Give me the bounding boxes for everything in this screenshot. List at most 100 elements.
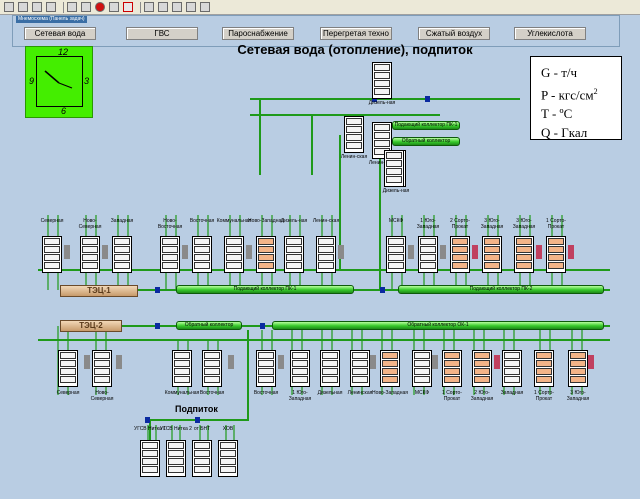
instrument-panel[interactable] [482,236,502,273]
instrument-value [142,458,158,465]
branch-label: Ново-Западная [372,390,408,396]
instrument-panel[interactable] [412,350,432,387]
forward-arrow-icon[interactable] [81,2,91,12]
instrument-panel[interactable] [92,350,112,387]
instrument-panel[interactable] [344,116,364,153]
instrument-value [174,368,190,375]
layout-icon[interactable] [200,2,210,12]
instrument-value [414,368,430,375]
tab-steam[interactable]: Пароснабжение [222,27,294,40]
instrument-value [44,238,60,245]
grid-icon[interactable] [32,2,42,12]
instrument-value [194,238,210,245]
instrument-panel[interactable] [218,440,238,477]
instrument-panel[interactable] [384,150,404,187]
tab-compressed-air[interactable]: Сжатый воздух [418,27,490,40]
instrument-value [536,368,552,375]
instrument-panel[interactable] [350,350,370,387]
instrument-panel[interactable] [372,62,392,99]
instrument-panel[interactable] [80,236,100,273]
instrument-value [374,72,390,79]
instrument-value [318,262,334,269]
instrument-value [374,132,390,139]
instrument-panel[interactable] [514,236,534,273]
instrument-value [174,360,190,367]
tab-superheated[interactable]: Перегретая техно [320,27,392,40]
instrument-panel[interactable] [140,440,160,477]
chart-icon[interactable] [46,2,56,12]
instrument-panel[interactable] [546,236,566,273]
flag-icon[interactable] [123,2,133,12]
instrument-panel[interactable] [58,350,78,387]
valve-icons [145,96,430,423]
instrument-value [548,254,564,261]
instrument-panel[interactable] [256,350,276,387]
instrument-panel[interactable] [320,350,340,387]
instrument-panel[interactable] [418,236,438,273]
branch-label: Северная [56,390,80,396]
instrument-value [452,238,468,245]
top-collector-2: Обратный коллектор [392,137,460,146]
instrument-value [204,360,220,367]
instrument-panel[interactable] [372,122,392,159]
instrument-value [258,376,274,383]
instrument-value [346,142,362,149]
instrument-panel[interactable] [42,236,62,273]
instrument-panel[interactable] [568,350,588,387]
instrument-panel[interactable] [202,350,222,387]
instrument-panel[interactable] [386,236,406,273]
instrument-value [484,238,500,245]
instrument-value [474,376,490,383]
page-title: Сетевая вода (отопление), подпиток [237,42,473,57]
instrument-value [414,360,430,367]
stop-icon[interactable] [95,2,105,12]
branch-label: УГСВ Нитка 2 [160,426,192,432]
instrument-panel[interactable] [442,350,462,387]
instrument-panel[interactable] [534,350,554,387]
instrument-panel[interactable] [502,350,522,387]
instrument-panel[interactable] [316,236,336,273]
tab-hot-water[interactable]: ГВС [126,27,198,40]
instrument-panel[interactable] [224,236,244,273]
instrument-panel[interactable] [160,236,180,273]
tec-1-block: ТЭЦ-1 [60,285,138,297]
tab-network-water[interactable]: Сетевая вода [24,27,96,40]
instrument-panel[interactable] [256,236,276,273]
instrument-value [504,368,520,375]
instrument-panel[interactable] [112,236,132,273]
instrument-value [194,254,210,261]
instrument-panel[interactable] [166,440,186,477]
print-icon[interactable] [18,2,28,12]
window-icon[interactable] [158,2,168,12]
instrument-value [420,254,436,261]
tab-carbon-dioxide[interactable]: Углекислота [514,27,586,40]
zoom-icon[interactable] [172,2,182,12]
instrument-panel[interactable] [450,236,470,273]
instrument-panel[interactable] [284,236,304,273]
instrument-value [44,246,60,253]
instrument-panel[interactable] [290,350,310,387]
open-icon[interactable] [4,2,14,12]
instrument-value [346,134,362,141]
instrument-panel[interactable] [472,350,492,387]
tile-icon[interactable] [186,2,196,12]
branch-label: 1 Сорто-Прокат [534,390,554,402]
instrument-value [570,352,586,359]
podpitok-title: Подпиток [175,404,218,414]
clock-9: 9 [29,76,35,86]
instrument-panel[interactable] [380,350,400,387]
instrument-value [82,262,98,269]
pause-icon[interactable] [109,2,119,12]
image-icon[interactable] [144,2,154,12]
branch-label: Ново-Северная [78,218,102,230]
back-arrow-icon[interactable] [67,2,77,12]
branch-label: 3 Юго-Западная [480,218,504,230]
instrument-value [94,360,110,367]
instrument-value [516,254,532,261]
instrument-panel[interactable] [192,236,212,273]
branch-label: 3 Юго-Западная [512,218,536,230]
instrument-panel[interactable] [172,350,192,387]
instrument-panel[interactable] [192,440,212,477]
branch-label: 1 Юго-Западная [288,390,312,402]
instrument-value [60,376,76,383]
